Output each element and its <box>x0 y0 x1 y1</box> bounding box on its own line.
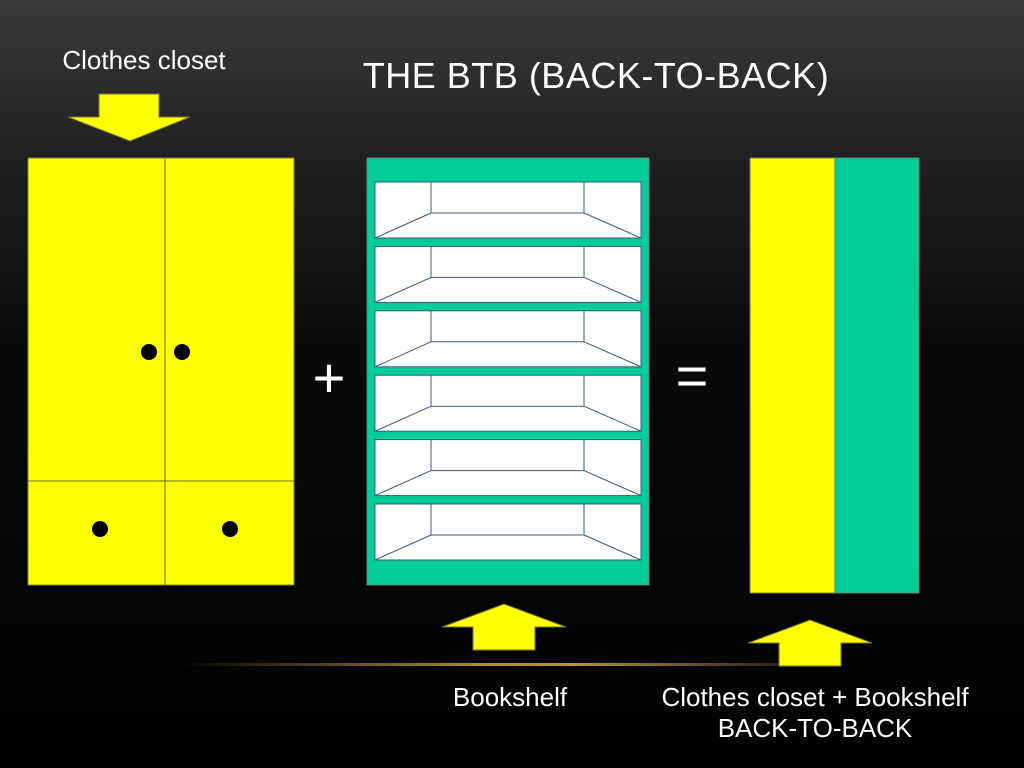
equals-operator: = <box>675 344 709 407</box>
bookshelf <box>366 157 650 586</box>
shelf-compartment <box>374 503 642 561</box>
bookshelf-shelf <box>374 310 642 368</box>
bookshelf-shelf <box>374 245 642 303</box>
shelf-compartment <box>374 181 642 239</box>
closet-drawer-knob-right <box>222 521 238 537</box>
closet-drawer-knob-left <box>92 521 108 537</box>
bookshelf-label: Bookshelf <box>452 682 568 712</box>
combo-label-line-2: BACK-TO-BACK <box>717 713 913 743</box>
bookshelf-shelf <box>374 374 642 432</box>
closet-arrow-icon <box>67 93 191 142</box>
combo-label-line-1: Clothes closet + Bookshelf <box>661 682 969 712</box>
shelf-compartment <box>374 439 642 497</box>
closet-body <box>27 157 295 586</box>
decorative-divider-line <box>180 663 840 666</box>
shelf-perspective-line <box>583 341 642 368</box>
bookshelf-shelf <box>374 503 642 561</box>
shelf-perspective-line <box>374 212 432 239</box>
shelf-perspective-line <box>583 405 642 432</box>
shelf-perspective-line <box>583 534 642 561</box>
plus-operator: + <box>312 346 346 409</box>
shelf-perspective-line <box>374 534 432 561</box>
shelf-compartment <box>374 310 642 368</box>
shelf-perspective-line <box>583 212 642 239</box>
shelf-perspective-line <box>583 470 642 497</box>
shelf-perspective-line <box>374 276 432 303</box>
bookshelf-shelf <box>374 181 642 239</box>
closet-door-knob-left <box>141 344 157 360</box>
closet-door-knob-right <box>174 344 190 360</box>
shelf-compartment <box>374 374 642 432</box>
bookshelf-arrow-icon <box>441 603 567 651</box>
bookshelf-shelves <box>374 181 642 561</box>
slide-title: THE BTB (BACK-TO-BACK) <box>362 55 830 96</box>
shelf-perspective-line <box>374 405 432 432</box>
combo-bookshelf-side <box>834 157 920 594</box>
combo-arrow-icon <box>747 619 873 667</box>
shelf-perspective-line <box>583 276 642 303</box>
clothes-closet-label: Clothes closet <box>62 45 226 75</box>
shelf-compartment <box>374 245 642 303</box>
combo-label: Clothes closet + Bookshelf BACK-TO-BACK <box>620 682 1010 744</box>
bookshelf-shelf <box>374 439 642 497</box>
shelf-perspective-line <box>374 341 432 368</box>
shelf-perspective-line <box>374 470 432 497</box>
combo-closet-side <box>749 157 836 594</box>
back-to-back-combo <box>749 157 920 594</box>
clothes-closet <box>27 157 295 586</box>
